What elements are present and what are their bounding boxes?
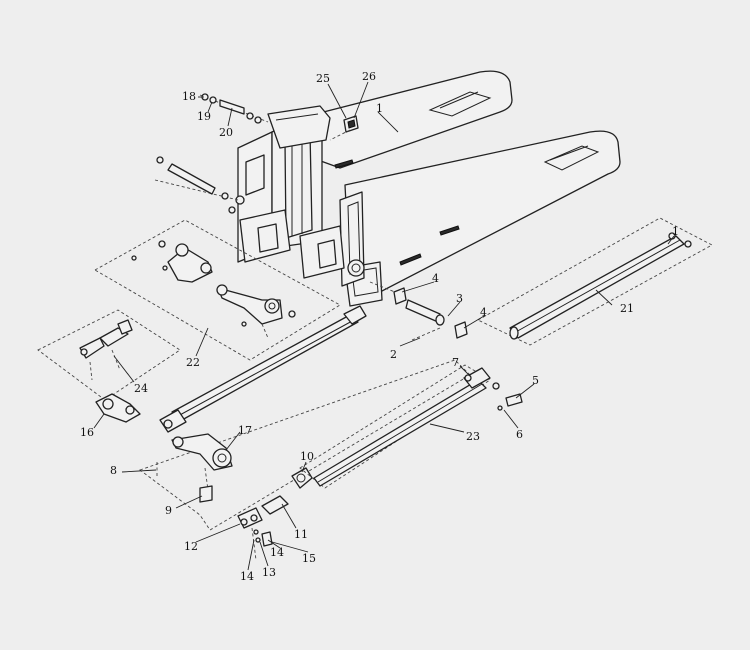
rod-23 [299, 364, 523, 489]
callout-1b: 1 [672, 225, 679, 238]
callout-6: 6 [516, 428, 523, 441]
callout-7: 7 [452, 356, 459, 369]
callout-1a: 1 [376, 102, 383, 115]
callout-25: 25 [316, 72, 330, 85]
fork-frame [299, 70, 621, 307]
callout-4a: 4 [432, 272, 439, 285]
callout-24: 24 [134, 382, 148, 395]
callout-19: 19 [197, 110, 211, 123]
leader-lines [93, 81, 675, 571]
callout-10: 10 [300, 450, 314, 463]
callout-16: 16 [80, 426, 94, 439]
top-pin-assembly [154, 93, 359, 201]
callout-11: 11 [294, 528, 308, 541]
callout-23: 23 [466, 430, 480, 443]
callout-14a: 14 [240, 570, 254, 583]
callout-4b: 4 [480, 306, 487, 319]
callout-14b: 14 [270, 546, 284, 559]
group-24 [37, 309, 181, 423]
callout-20: 20 [219, 126, 233, 139]
callout-2: 2 [390, 348, 397, 361]
rod-21 [477, 217, 713, 346]
callout-labels: 1 1 2 3 4 4 5 6 7 8 9 10 11 12 13 14 14 … [80, 70, 679, 583]
callout-26: 26 [362, 70, 376, 83]
group-22 [94, 219, 341, 361]
mast-frame [228, 105, 365, 287]
part-2-3-4 [369, 281, 468, 341]
callout-8: 8 [110, 464, 117, 477]
callout-5: 5 [532, 374, 539, 387]
callout-13: 13 [262, 566, 276, 579]
callout-17: 17 [238, 424, 252, 437]
callout-21: 21 [620, 302, 634, 315]
callout-12: 12 [184, 540, 198, 553]
callout-3: 3 [456, 292, 463, 305]
callout-15: 15 [302, 552, 316, 565]
callout-9: 9 [165, 504, 172, 517]
callout-22: 22 [186, 356, 200, 369]
callout-18: 18 [182, 90, 196, 103]
push-rod [159, 305, 367, 433]
